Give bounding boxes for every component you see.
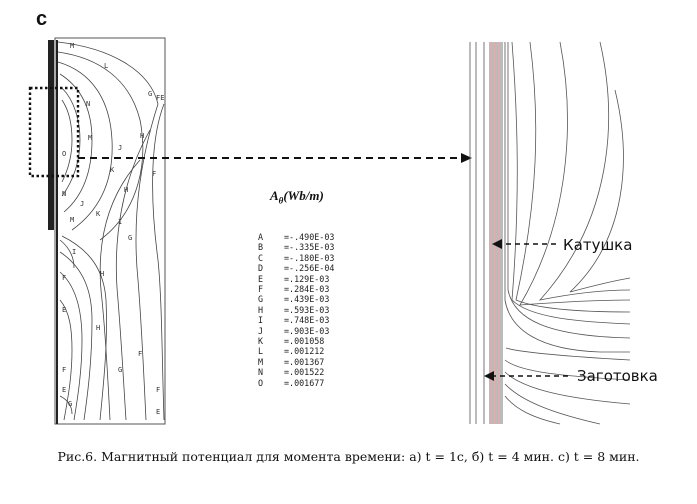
legend-entry: C =-.180E-03 xyxy=(258,253,334,263)
legend-entry-key: A xyxy=(258,232,264,242)
legend-entry-key: N xyxy=(258,367,264,378)
zoom-region-box xyxy=(28,86,80,178)
svg-text:K: K xyxy=(110,166,115,174)
legend-title-subscript: θ xyxy=(278,195,284,206)
svg-text:F: F xyxy=(62,366,66,374)
legend-entry-key: B xyxy=(258,242,264,253)
svg-text:H: H xyxy=(100,270,104,278)
svg-text:H: H xyxy=(140,132,144,140)
legend-entry-value: =-.180E-03 xyxy=(284,252,335,263)
left-contours xyxy=(57,41,165,421)
legend-entry-key: I xyxy=(258,315,264,326)
workpiece-callout-arrow xyxy=(484,371,568,381)
left-plot-frame xyxy=(54,37,166,425)
svg-text:F: F xyxy=(156,386,160,394)
svg-text:I: I xyxy=(72,248,76,256)
coil-label: Катушка xyxy=(563,236,633,254)
legend-title: Aθ(Wb/m) xyxy=(270,188,324,206)
legend-entry-value: =.001058 xyxy=(284,336,325,347)
svg-text:N: N xyxy=(62,190,66,198)
legend-entry-key: L xyxy=(258,346,264,357)
legend-entry: I =.748E-03 xyxy=(258,315,334,325)
legend-entry: F =.284E-03 xyxy=(258,284,334,294)
legend-entry: G =.439E-03 xyxy=(258,294,334,304)
svg-text:E: E xyxy=(62,386,66,394)
legend-entry-key: O xyxy=(258,377,264,388)
legend-entry: D =-.256E-04 xyxy=(258,263,334,273)
legend-entry: B =-.335E-03 xyxy=(258,242,334,252)
legend-title-unit: (Wb/m) xyxy=(283,188,324,203)
svg-text:G: G xyxy=(128,234,132,242)
svg-text:I: I xyxy=(118,218,122,226)
legend-entry-key: F xyxy=(258,284,264,295)
legend-entry-value: =.001677 xyxy=(284,377,325,388)
svg-text:O: O xyxy=(62,150,66,158)
right-contours xyxy=(469,41,631,425)
legend-entry-value: =-.256E-04 xyxy=(284,263,335,274)
legend-entry: K =.001058 xyxy=(258,336,334,346)
legend-entry-key: D xyxy=(258,263,264,274)
svg-text:FE: FE xyxy=(156,94,164,102)
legend-entry-key: K xyxy=(258,336,264,347)
legend-entry-value: =-.490E-03 xyxy=(284,232,335,242)
legend-entry: J =.903E-03 xyxy=(258,326,334,336)
svg-text:M: M xyxy=(70,216,74,224)
legend-entry: O =.001677 xyxy=(258,378,334,388)
svg-text:G: G xyxy=(68,400,72,408)
legend-entry-key: C xyxy=(258,252,264,263)
legend-entry-value: =.129E-03 xyxy=(284,273,330,284)
svg-text:F: F xyxy=(152,170,156,178)
legend-entry-key: J xyxy=(258,325,264,336)
legend-title-symbol: A xyxy=(270,188,279,203)
legend-entry: L =.001212 xyxy=(258,346,334,356)
svg-text:G: G xyxy=(118,366,122,374)
legend-entry-value: =.748E-03 xyxy=(284,315,330,326)
legend-entry-value: =.439E-03 xyxy=(284,294,330,305)
legend-entry-value: =.001212 xyxy=(284,346,325,357)
legend-entry-key: M xyxy=(258,356,264,367)
svg-text:J: J xyxy=(80,200,84,208)
svg-text:E: E xyxy=(62,306,66,314)
svg-text:E: E xyxy=(156,408,160,416)
legend-entry: E =.129E-03 xyxy=(258,274,334,284)
legend-entry-value: =.001367 xyxy=(284,356,325,367)
figure-caption: Рис.6. Магнитный потенциал для момента в… xyxy=(57,449,640,464)
coil-bar xyxy=(48,40,54,230)
svg-text:F: F xyxy=(62,274,66,282)
svg-text:M: M xyxy=(70,42,74,50)
svg-text:F: F xyxy=(138,350,142,358)
legend-entry: N =.001522 xyxy=(258,367,334,377)
legend-entry-value: =.593E-03 xyxy=(284,304,330,315)
coil-callout-arrow xyxy=(492,239,556,249)
legend-entry-key: G xyxy=(258,294,264,305)
legend-entry-value: =.284E-03 xyxy=(284,284,330,295)
svg-text:J: J xyxy=(118,144,122,152)
workpiece-label: Заготовка xyxy=(577,367,658,385)
svg-text:G: G xyxy=(148,90,152,98)
legend-entry-key: H xyxy=(258,304,264,315)
panel-label: c xyxy=(36,8,48,30)
legend-entry-value: =-.335E-03 xyxy=(284,242,335,253)
legend-entry-key: E xyxy=(258,273,264,284)
svg-text:M: M xyxy=(88,134,92,142)
legend-entry-value: =.001522 xyxy=(284,367,325,378)
svg-text:N: N xyxy=(86,100,90,108)
svg-text:L: L xyxy=(104,62,108,70)
zoom-arrow xyxy=(78,153,472,163)
legend-entry: M =.001367 xyxy=(258,357,334,367)
svg-text:K: K xyxy=(96,210,101,218)
svg-text:H: H xyxy=(96,324,100,332)
legend-entry-value: =.903E-03 xyxy=(284,325,330,336)
svg-text:H: H xyxy=(124,186,128,194)
legend-entry: A =-.490E-03 xyxy=(258,232,334,242)
legend-entry: H =.593E-03 xyxy=(258,305,334,315)
right-zoom-plot xyxy=(469,41,631,425)
